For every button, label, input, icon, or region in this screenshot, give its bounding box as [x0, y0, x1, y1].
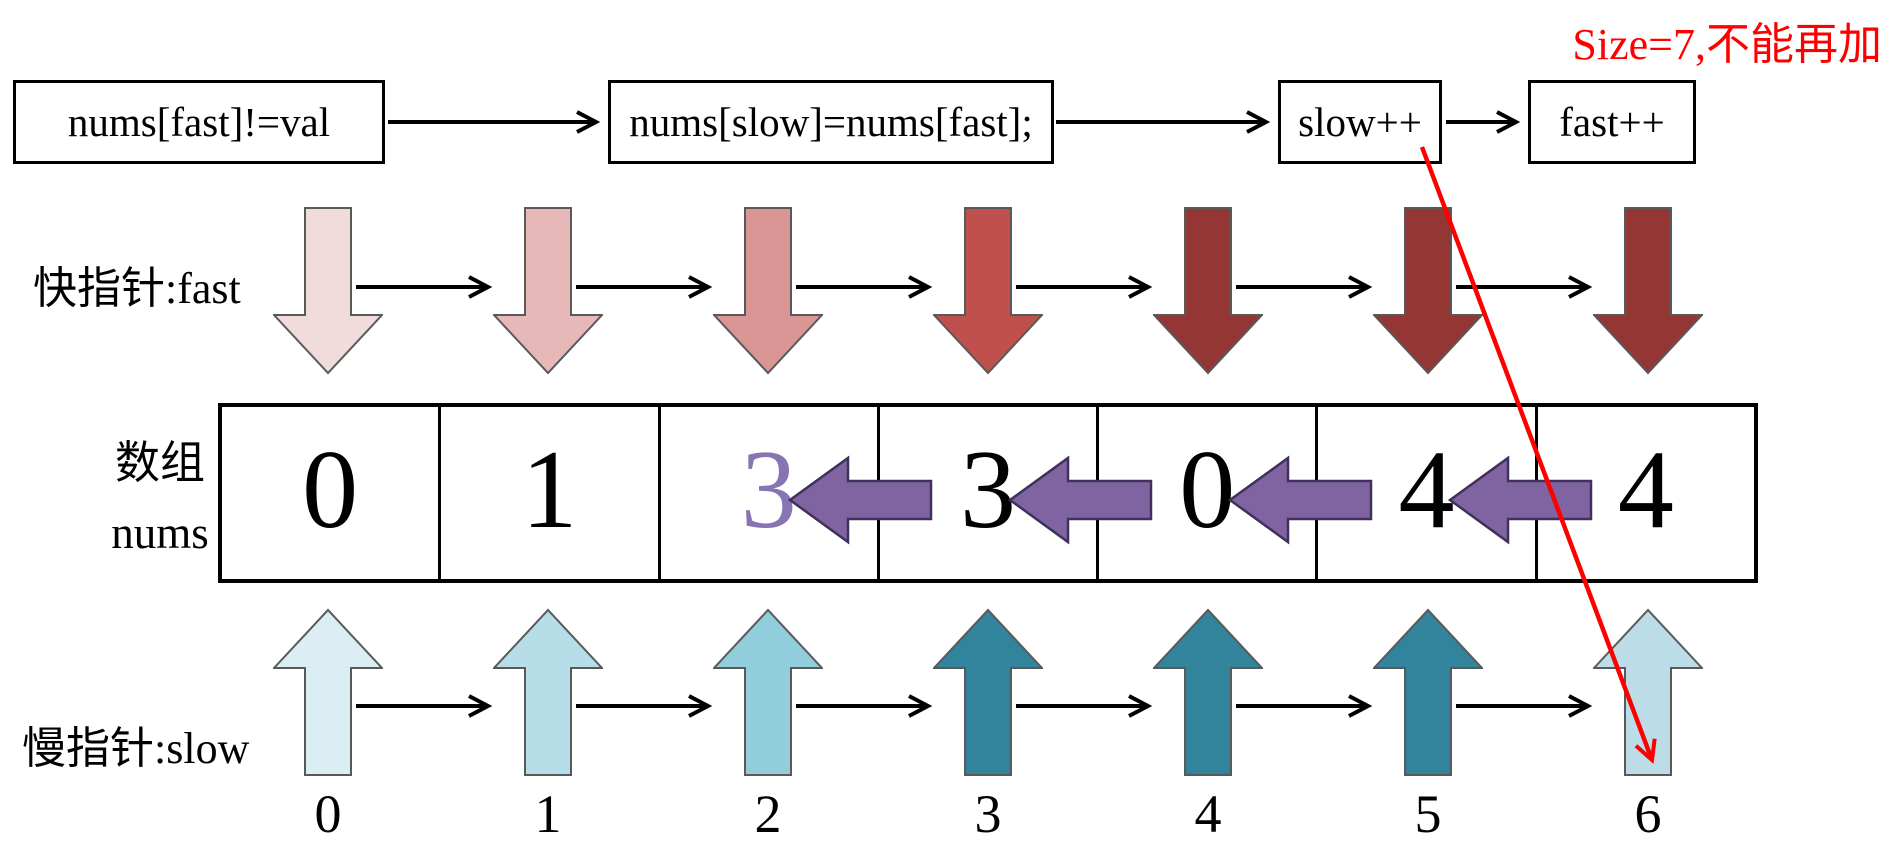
slow-pointer-arrow-6	[1593, 608, 1703, 776]
flow-box-assign: nums[slow]=nums[fast];	[608, 80, 1054, 164]
slow-pointer-arrow-1	[493, 608, 603, 776]
flow-box-slow-inc: slow++	[1278, 80, 1442, 164]
copy-arrow-3	[1448, 455, 1593, 545]
fast-pointer-arrow-4	[1153, 207, 1263, 375]
flow-box-condition-label: nums[fast]!=val	[67, 99, 331, 145]
fast-pointer-arrow-1	[493, 207, 603, 375]
slow-pointer-arrow-3	[933, 608, 1043, 776]
slow-pointer-arrow-5	[1373, 608, 1483, 776]
fast-pointer-arrow-3	[933, 207, 1043, 375]
copy-arrow-0	[788, 455, 933, 545]
flow-box-condition: nums[fast]!=val	[13, 80, 385, 164]
array-label: 数组 nums	[95, 428, 225, 568]
array-label-en: nums	[111, 508, 209, 558]
copy-arrow-2	[1228, 455, 1373, 545]
slow-pointer-label: 慢指针:slow	[22, 724, 250, 773]
fast-pointer-label: 快指针:fast	[33, 264, 241, 313]
flow-box-fast-inc-label: fast++	[1559, 99, 1665, 145]
fast-pointer-arrow-6	[1593, 207, 1703, 375]
highlighted-value: 3	[740, 428, 797, 552]
slow-pointer-arrow-4	[1153, 608, 1263, 776]
index-label-1: 1	[534, 784, 562, 844]
size-limit-note: Size=7,不能再加	[1572, 20, 1882, 69]
array-cell-0: 0	[222, 407, 442, 579]
slow-pointer-arrow-0	[273, 608, 383, 776]
index-label-2: 2	[754, 784, 782, 844]
slow-pointer-arrow-2	[713, 608, 823, 776]
flow-box-slow-inc-label: slow++	[1298, 99, 1422, 145]
array-label-cn: 数组	[114, 438, 205, 488]
flow-box-fast-inc: fast++	[1528, 80, 1696, 164]
index-label-5: 5	[1414, 784, 1442, 844]
index-label-4: 4	[1194, 784, 1222, 844]
flow-box-assign-label: nums[slow]=nums[fast];	[629, 99, 1033, 145]
copy-arrow-1	[1008, 455, 1153, 545]
index-label-0: 0	[314, 784, 342, 844]
fast-pointer-arrow-5	[1373, 207, 1483, 375]
fast-pointer-arrow-2	[713, 207, 823, 375]
index-label-6: 6	[1634, 784, 1662, 844]
array-cell-1: 1	[441, 407, 661, 579]
fast-pointer-arrow-0	[273, 207, 383, 375]
index-label-3: 3	[974, 784, 1002, 844]
